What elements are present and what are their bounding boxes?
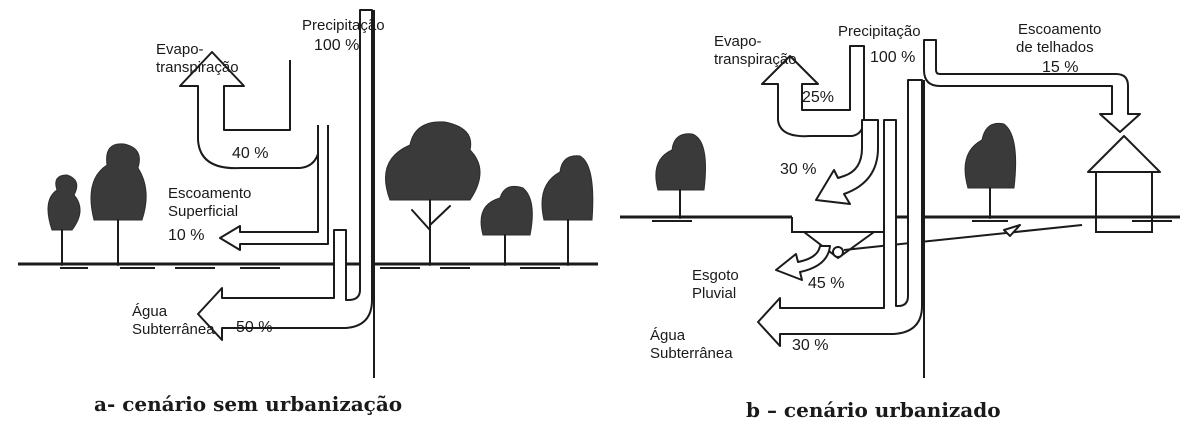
groundwater-label-line2: Subterrânea <box>132 321 215 338</box>
sewer-pipe-icon <box>832 246 844 258</box>
hydrologic-diagram-b <box>620 39 1180 378</box>
surface-runoff-value: 10 % <box>168 227 205 244</box>
storm-sewer-arrow <box>775 245 831 281</box>
groundwater-arrow <box>757 79 923 347</box>
tree-icon <box>655 133 706 219</box>
surface-runoff-label-line2: Superficial <box>168 203 239 220</box>
groundwater-arrow <box>197 9 373 341</box>
roof-runoff-value: 15 % <box>1042 59 1079 76</box>
precipitation-value: 100 % <box>314 37 360 54</box>
evapotranspiration-label-line2: transpiração <box>156 59 239 76</box>
inlet-runoff-value: 30 % <box>780 161 817 178</box>
sewer-pipe-line <box>843 224 1083 251</box>
evapotranspiration-value: 25% <box>802 89 835 106</box>
roof-runoff-label-line2: de telhados <box>1016 39 1094 56</box>
pipe-flow-arrowhead <box>1003 224 1021 237</box>
evapotranspiration-value: 40 % <box>232 145 269 162</box>
storm-inlet <box>791 217 889 233</box>
groundwater-value: 50 % <box>236 319 273 336</box>
storm-sewer-label-line2: Pluvial <box>692 285 737 302</box>
storm-sewer-value: 45 % <box>808 275 845 292</box>
evapotranspiration-label-line1: Evapo- <box>714 33 762 50</box>
precipitation-label: Precipitação <box>838 23 921 40</box>
storm-sewer-label-line1: Esgoto <box>692 267 739 284</box>
groundwater-label-line1: Água <box>132 303 168 320</box>
caption-a: a- cenário sem urbanização <box>94 392 403 416</box>
tree-icon <box>541 155 594 266</box>
surface-runoff-arrow <box>219 125 329 251</box>
precipitation-label: Precipitação <box>302 17 385 34</box>
groundwater-value: 30 % <box>792 337 829 354</box>
precipitation-value: 100 % <box>870 49 916 66</box>
roof-runoff-label-line1: Escoamento <box>1018 21 1102 38</box>
inlet-runoff-arrow <box>815 119 879 205</box>
house-icon <box>1087 135 1161 233</box>
evapotranspiration-label-line1: Evapo- <box>156 41 204 58</box>
caption-b: b – cenário urbanizado <box>746 398 1001 422</box>
tree-icon <box>385 121 481 266</box>
groundwater-label-line2: Subterrânea <box>650 345 733 362</box>
surface-runoff-label-line1: Escoamento <box>168 185 252 202</box>
roof-runoff-arrow <box>923 39 1141 133</box>
groundwater-label-line1: Água <box>650 327 686 344</box>
evapotranspiration-label-line2: transpiração <box>714 51 797 68</box>
panel-no-urbanization: Precipitação 100 % Evapo- transpiração 4… <box>18 9 598 416</box>
tree-icon <box>47 174 81 266</box>
tree-icon <box>964 122 1017 219</box>
tree-icon <box>480 185 533 266</box>
panel-urbanized: Evapo- transpiração 25% Precipitação 100… <box>612 0 1182 435</box>
tree-icon <box>90 143 147 266</box>
hydrologic-diagram-a <box>18 9 598 378</box>
